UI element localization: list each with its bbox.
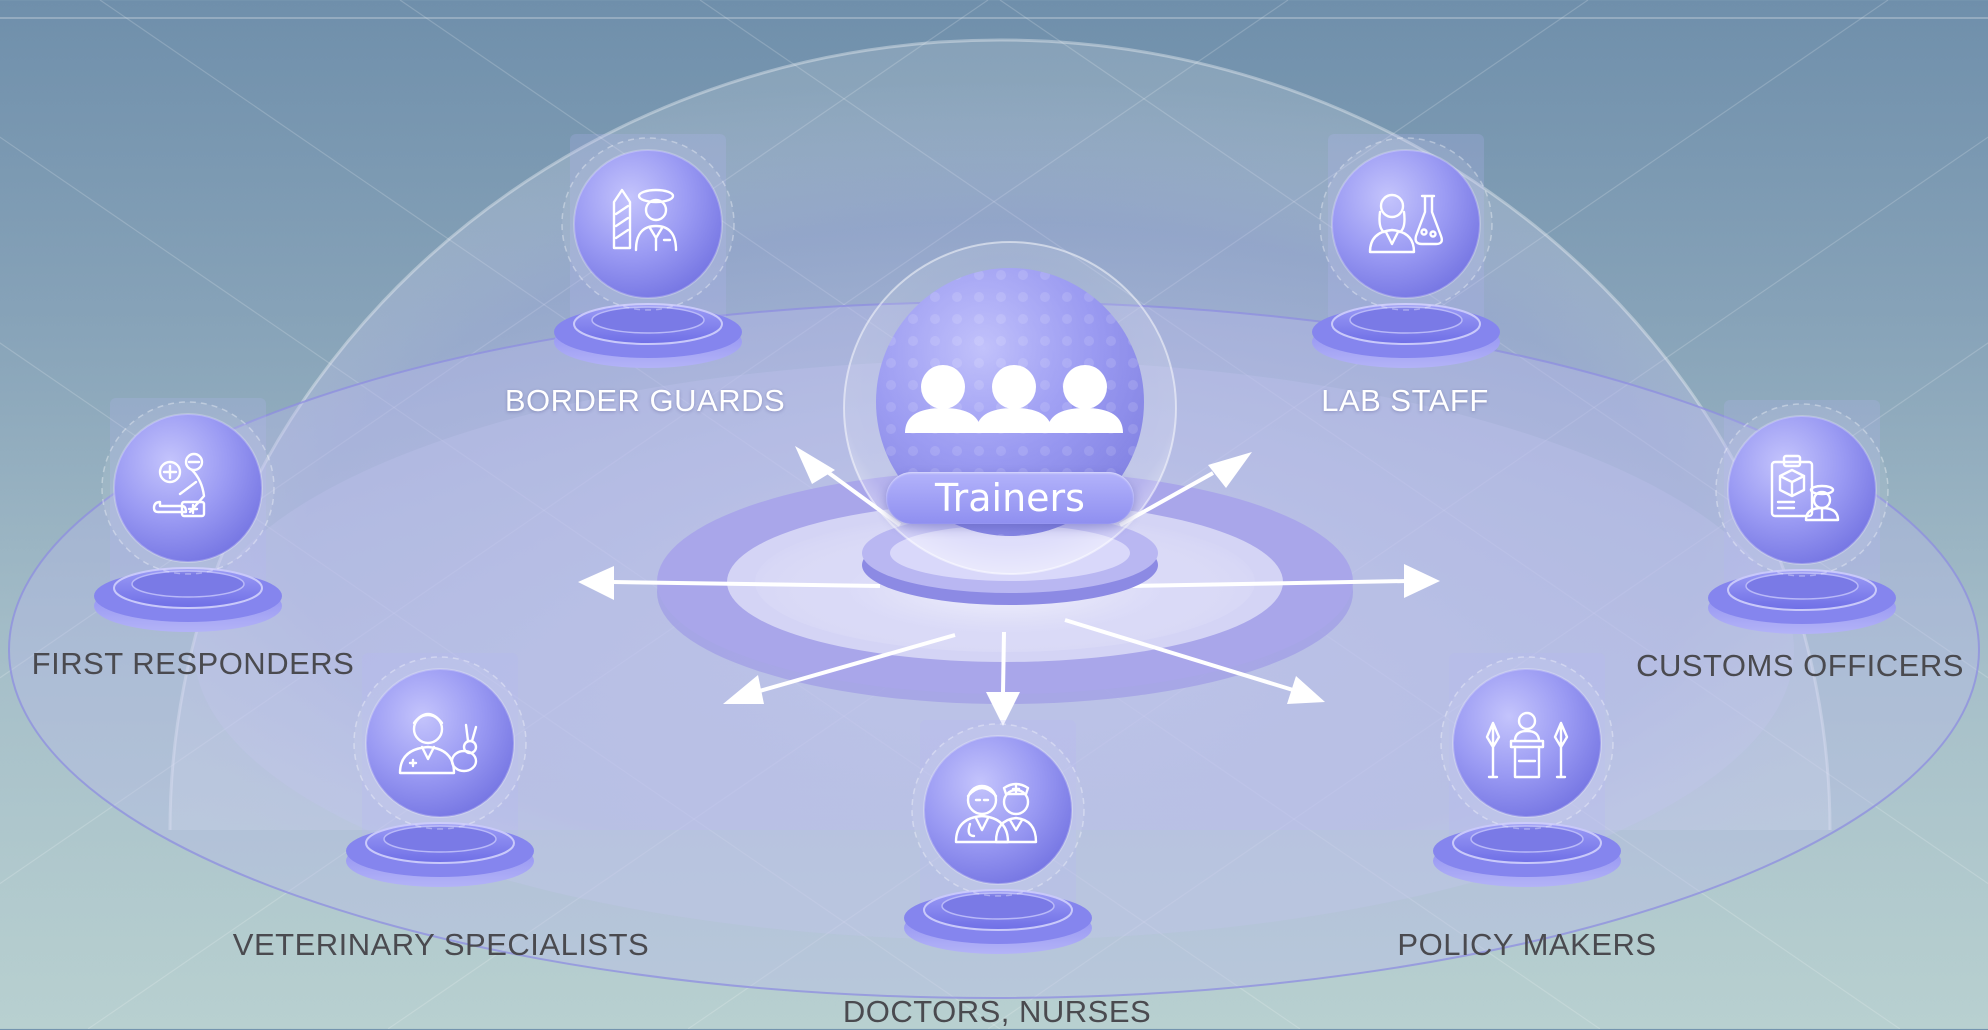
- trainers-label: Trainers: [935, 476, 1085, 520]
- arrow-to-first-responders: [611, 580, 881, 588]
- arrowhead-first-responders: [578, 566, 614, 600]
- trainers-label-pill: Trainers: [886, 472, 1134, 524]
- arrowhead-policy-makers: [1287, 676, 1325, 704]
- label-doctors-nurses: DOCTORS, NURSES: [842, 994, 1152, 1029]
- arrow-to-policy-makers: [1064, 618, 1294, 692]
- arrowhead-customs-officers: [1404, 564, 1440, 598]
- policy-maker-icon: [1485, 711, 1569, 779]
- arrowhead-veterinary-specialists: [723, 675, 764, 704]
- label-border-guards: BORDER GUARDS: [504, 383, 786, 418]
- arrowhead-lab-staff: [1208, 452, 1252, 488]
- veterinarian-icon: [398, 712, 478, 775]
- label-policy-makers: POLICY MAKERS: [1397, 927, 1657, 962]
- lab-staff-icon: [1368, 193, 1444, 254]
- node-first-responders: [94, 398, 282, 632]
- arrow-to-veterinary-specialists: [755, 633, 956, 694]
- first-responder-icon: [152, 452, 206, 518]
- node-border-guards: [554, 134, 742, 368]
- arrowhead-border-guards: [795, 446, 835, 484]
- arrows: [578, 446, 1440, 726]
- arrow-to-doctors-nurses: [1001, 631, 1006, 693]
- people-group-icon: [905, 365, 1123, 433]
- trainers-hub: [843, 241, 1177, 605]
- doctor-nurse-icon: [954, 782, 1038, 844]
- border-guard-icon: [612, 188, 678, 252]
- node-lab-staff: [1312, 134, 1500, 368]
- node-customs-officers: [1708, 400, 1896, 634]
- arrow-to-customs-officers: [1129, 579, 1409, 588]
- arrowhead-doctors-nurses: [986, 692, 1020, 726]
- label-customs-officers: CUSTOMS OFFICERS: [1636, 648, 1964, 683]
- label-veterinary-specialists: VETERINARY SPECIALISTS: [232, 927, 650, 962]
- node-doctors-nurses: [904, 720, 1092, 954]
- label-lab-staff: LAB STAFF: [1321, 383, 1489, 418]
- label-first-responders: FIRST RESPONDERS: [31, 646, 355, 681]
- node-veterinary-specialists: [346, 653, 534, 887]
- customs-officer-icon: [1770, 454, 1840, 522]
- node-policy-makers: [1433, 653, 1621, 887]
